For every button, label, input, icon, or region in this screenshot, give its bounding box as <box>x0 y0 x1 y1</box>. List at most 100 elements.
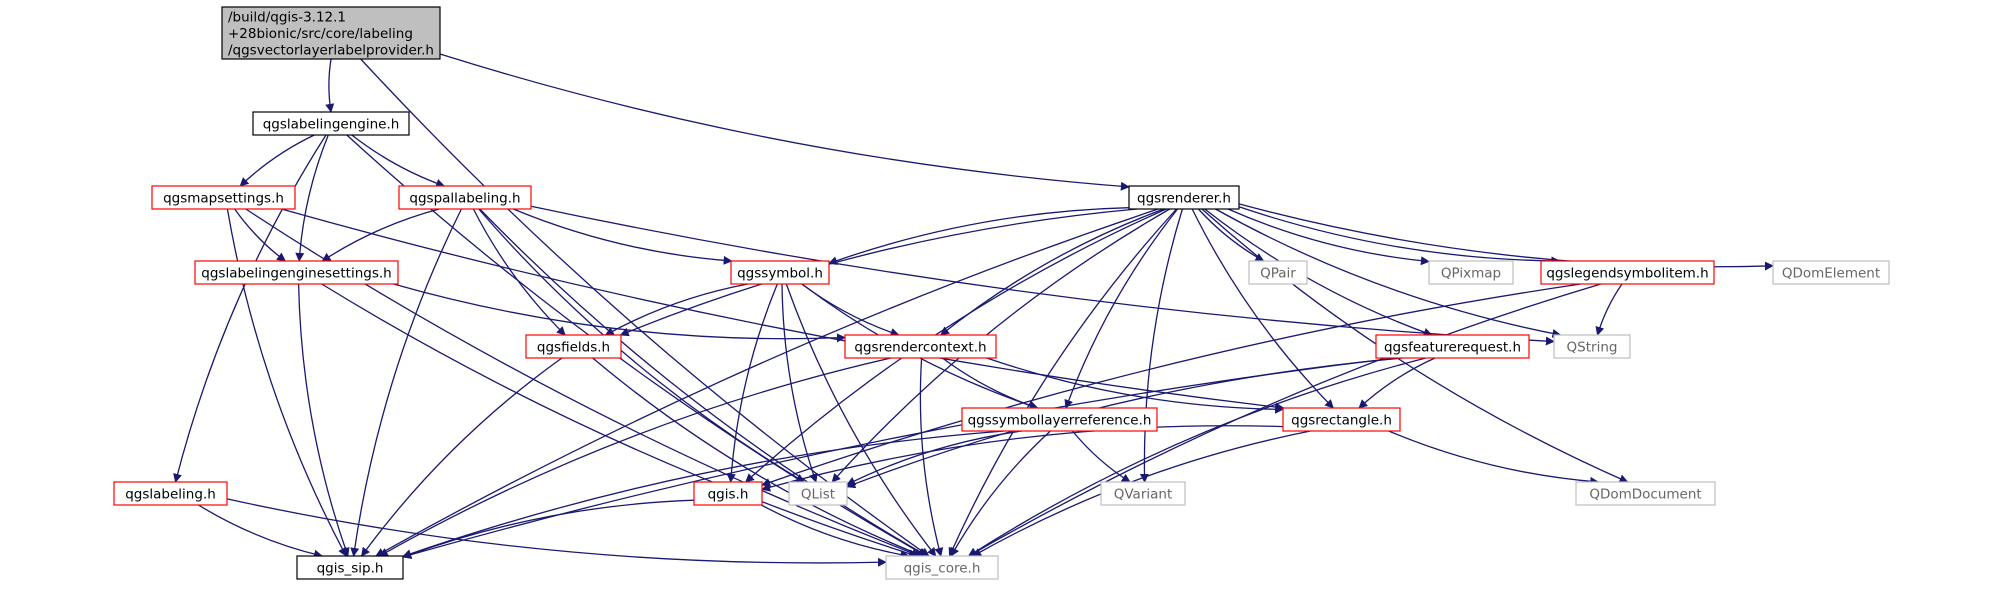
edge-symbollayerreference-to-qvariant <box>1071 430 1131 483</box>
node-symbol-box <box>730 260 830 285</box>
edge-mapsettings-to-qgis_sip <box>226 208 347 557</box>
node-labeling-label: qgslabeling.h <box>125 487 216 503</box>
node-symbollayerreference[interactable]: qgssymbollayerreference.h <box>961 407 1158 432</box>
node-featurerequest[interactable]: qgsfeaturerequest.h <box>1375 334 1530 359</box>
edge-mapsettings-to-labelingenginesettings <box>234 208 287 262</box>
node-qlist-label: QList <box>801 487 835 503</box>
edge-pallabeling-to-symbol <box>513 208 733 265</box>
node-renderer[interactable]: qgsrenderer.h <box>1128 185 1240 210</box>
edge-symbol-to-qgis <box>726 283 778 483</box>
node-renderer-box <box>1128 185 1240 210</box>
edge-renderer-to-symbol <box>828 207 1130 265</box>
node-qvariant: QVariant <box>1100 481 1186 506</box>
node-qgis_sip[interactable]: qgis_sip.h <box>296 555 404 580</box>
node-qvariant-label: QVariant <box>1114 487 1173 503</box>
edge-renderer-to-qpair <box>1197 208 1265 262</box>
node-qdomelement-box <box>1772 260 1890 285</box>
edge-featurerequest-to-qgis_core <box>967 357 1427 557</box>
node-qgis_core-label: qgis_core.h <box>904 561 981 577</box>
node-root[interactable]: /build/qgis-3.12.1+28bionic/src/core/lab… <box>221 6 441 60</box>
node-symbol[interactable]: qgssymbol.h <box>730 260 830 285</box>
node-mapsettings-box <box>151 185 296 210</box>
node-rectangle[interactable]: qgsrectangle.h <box>1282 407 1401 432</box>
node-qpixmap-label: QPixmap <box>1441 266 1501 282</box>
edge-renderer-to-qgis_sip <box>375 208 1159 557</box>
edge-fields-to-qgis_sip <box>361 357 563 557</box>
edge-root-to-labelingengine <box>325 58 335 113</box>
edge-labelingenginesettings-to-qgis_core <box>321 283 918 558</box>
node-qgis[interactable]: qgis.h <box>693 481 763 506</box>
edge-labelingengine-to-pallabeling <box>351 134 446 188</box>
node-mapsettings[interactable]: qgsmapsettings.h <box>151 185 296 210</box>
edge-renderer-to-legendsymbolitem <box>1238 206 1561 266</box>
node-renderer-label: qgsrenderer.h <box>1137 191 1231 207</box>
edge-pallabeling-to-qlist <box>478 208 806 483</box>
node-rendercontext-label: qgsrendercontext.h <box>854 340 986 356</box>
node-labelingengine[interactable]: qgslabelingengine.h <box>252 111 410 136</box>
node-qstring-box <box>1553 334 1631 359</box>
node-qgis_core-box <box>885 555 999 580</box>
node-rendercontext[interactable]: qgsrendercontext.h <box>844 334 997 359</box>
node-labeling[interactable]: qgslabeling.h <box>113 481 228 506</box>
node-symbol-label: qgssymbol.h <box>737 266 823 282</box>
edge-pallabeling-to-qstring <box>530 205 1555 346</box>
node-labeling-box <box>113 481 228 506</box>
edge-mapsettings-to-rectangle <box>281 208 1285 412</box>
edge-labelingenginesettings-to-qgis_sip <box>297 283 350 557</box>
node-qgis-label: qgis.h <box>708 487 749 503</box>
edge-legendsymbolitem-to-qstring <box>1595 283 1623 336</box>
edge-symbol-to-qlist <box>781 283 818 483</box>
edge-renderer-to-qlist <box>831 208 1171 483</box>
edge-renderer-to-featurerequest <box>1204 208 1433 337</box>
node-layer: /build/qgis-3.12.1+28bionic/src/core/lab… <box>113 6 1890 580</box>
node-labelingenginesettings[interactable]: qgslabelingenginesettings.h <box>194 260 399 285</box>
edge-rectangle-to-qgis_core <box>972 430 1311 557</box>
edge-rendercontext-to-rectangle <box>986 357 1284 414</box>
edge-rectangle-to-qdomdocument <box>1388 430 1600 486</box>
edge-renderer-to-qgis <box>745 208 1167 483</box>
edge-symbol-to-rendercontext <box>801 283 900 337</box>
node-symbollayerreference-label: qgssymbollayerreference.h <box>968 413 1152 429</box>
node-qpair-label: QPair <box>1260 266 1296 282</box>
node-rectangle-label: qgsrectangle.h <box>1291 413 1392 429</box>
node-labelingenginesettings-box <box>194 260 399 285</box>
edge-symbollayerreference-to-qgis_sip <box>402 430 1005 558</box>
edge-renderer-to-qdomdocument <box>1201 208 1629 483</box>
edge-rendercontext-to-qgis_core <box>919 357 944 557</box>
node-qgis_core: qgis_core.h <box>885 555 999 580</box>
node-qpair-box <box>1248 260 1308 285</box>
node-qstring-label: QString <box>1567 340 1618 356</box>
edge-rectangle-to-qgis <box>761 425 1284 492</box>
node-legendsymbolitem-label: qgslegendsymbolitem.h <box>1546 266 1708 282</box>
edge-rendercontext-to-symbollayerreference <box>942 357 1039 410</box>
node-qlist-box <box>788 481 848 506</box>
node-fields[interactable]: qgsfields.h <box>525 334 622 359</box>
node-legendsymbolitem[interactable]: qgslegendsymbolitem.h <box>1540 260 1715 285</box>
node-qgis-box <box>693 481 763 506</box>
edge-pallabeling-to-qgis_core <box>479 208 928 557</box>
edge-renderer-to-rendercontext <box>940 208 1164 336</box>
edge-renderer-to-qstring <box>1215 208 1562 338</box>
edge-featurerequest-to-qgis_sip <box>402 357 1396 560</box>
edge-labelingengine-to-mapsettings <box>239 134 315 187</box>
node-root-label: /qgsvectorlayerlabelprovider.h <box>228 43 434 59</box>
edge-renderer-to-fields <box>619 208 1137 337</box>
edge-symbollayerreference-to-qgis_core <box>950 430 1051 557</box>
node-mapsettings-label: qgsmapsettings.h <box>163 191 284 207</box>
node-fields-box <box>525 334 622 359</box>
edge-renderer-to-symbollayerreference <box>1064 208 1179 409</box>
node-featurerequest-label: qgsfeaturerequest.h <box>1384 340 1521 356</box>
node-pallabeling[interactable]: qgspallabeling.h <box>398 185 532 210</box>
edge-rendercontext-to-qgis_sip <box>378 357 891 557</box>
node-qpixmap-box <box>1428 260 1514 285</box>
node-symbollayerreference-box <box>961 407 1158 432</box>
node-qdomelement: QDomElement <box>1772 260 1890 285</box>
node-fields-label: qgsfields.h <box>537 340 610 356</box>
node-labelingenginesettings-label: qgslabelingenginesettings.h <box>201 266 391 282</box>
edge-layer <box>173 53 1774 567</box>
node-qpixmap: QPixmap <box>1428 260 1514 285</box>
node-pallabeling-box <box>398 185 532 210</box>
edge-renderer-to-qvariant <box>1139 208 1184 483</box>
node-qgis_sip-box <box>296 555 404 580</box>
edge-qgis-to-qgis_sip <box>402 499 695 559</box>
